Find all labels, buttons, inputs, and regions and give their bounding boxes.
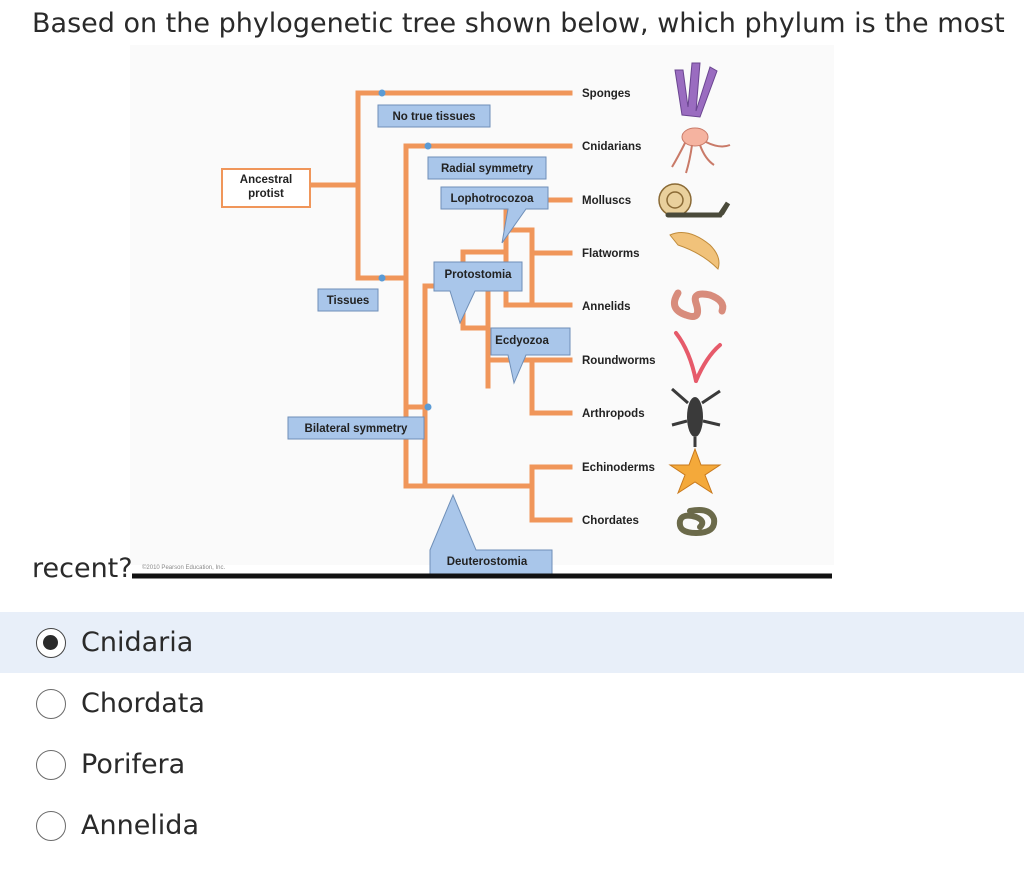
bilateral-symmetry-label: Bilateral symmetry [305,423,409,435]
option-label: Porifera [81,749,186,780]
lobster-icon [671,387,721,447]
taxon-label-flatworms: Flatworms [582,248,640,260]
box-deuterostomia: Deuterostomia [429,493,553,578]
box-no-true-tissues: No true tissues [377,104,491,128]
taxon-label-chordates: Chordates [582,515,639,527]
radio-button[interactable] [36,749,66,780]
radio-button[interactable] [36,688,66,719]
option-label: Annelida [81,810,199,841]
option-chordata[interactable]: Chordata [0,673,1024,734]
ancestral-protist-line1: Ancestral [240,174,292,186]
ecdyozoa-label: Ecdyozoa [495,335,549,347]
flatworm-icon [669,232,720,270]
taxon-label-roundworms: Roundworms [582,355,655,367]
taxon-labels: Sponges Cnidarians Molluscs Flatworms An… [582,88,655,527]
option-label: Chordata [81,688,205,719]
taxon-label-molluscs: Molluscs [582,195,631,207]
jellyfish-icon [671,127,731,174]
deuterostomia-label: Deuterostomia [447,556,528,568]
taxon-label-annelids: Annelids [582,301,631,313]
radio-selected-dot [43,634,58,650]
option-porifera[interactable]: Porifera [0,734,1024,795]
snake-icon [676,507,718,537]
lophotrocozoa-label: Lophotrocozoa [450,193,534,205]
box-bilateral-symmetry: Bilateral symmetry [287,416,425,440]
box-ecdyozoa: Ecdyozoa [490,327,571,385]
sponge-icon [674,62,718,118]
box-lophotrocozoa: Lophotrocozoa [440,186,549,244]
roundworm-icon [674,331,722,383]
question-text-line2: recent? [32,553,133,584]
phylogenetic-tree: Ancestral protist No true tissues Radial… [130,45,834,579]
radio-button[interactable] [36,810,66,841]
radio-button-checked[interactable] [36,627,66,658]
answer-options: Cnidaria Chordata Porifera Annelida [0,612,1024,856]
phylogenetic-tree-figure: Ancestral protist No true tissues Radial… [130,45,834,580]
taxon-label-cnidarians: Cnidarians [582,141,641,153]
copyright-text: ©2010 Pearson Education, Inc. [142,564,225,571]
box-protostomia: Protostomia [433,261,523,325]
box-radial-symmetry: Radial symmetry [427,156,547,180]
figure-background [130,45,834,565]
taxon-label-echinoderms: Echinoderms [582,462,655,474]
taxon-label-arthropods: Arthropods [582,408,645,420]
protostomia-label: Protostomia [444,269,512,281]
ancestral-protist-line2: protist [248,188,284,200]
box-ancestral-protist: Ancestral protist [221,168,311,208]
snail-icon [658,183,731,218]
radial-symmetry-label: Radial symmetry [441,163,534,175]
tissues-label: Tissues [327,295,370,307]
question-text-line1: Based on the phylogenetic tree shown bel… [32,8,1005,39]
option-annelida[interactable]: Annelida [0,795,1024,856]
earthworm-icon [670,289,727,320]
option-label: Cnidaria [81,627,194,658]
starfish-icon [668,447,722,495]
option-cnidaria[interactable]: Cnidaria [0,612,1024,673]
box-tissues: Tissues [317,288,379,312]
no-true-tissues-label: No true tissues [392,111,475,123]
taxon-label-sponges: Sponges [582,88,631,100]
